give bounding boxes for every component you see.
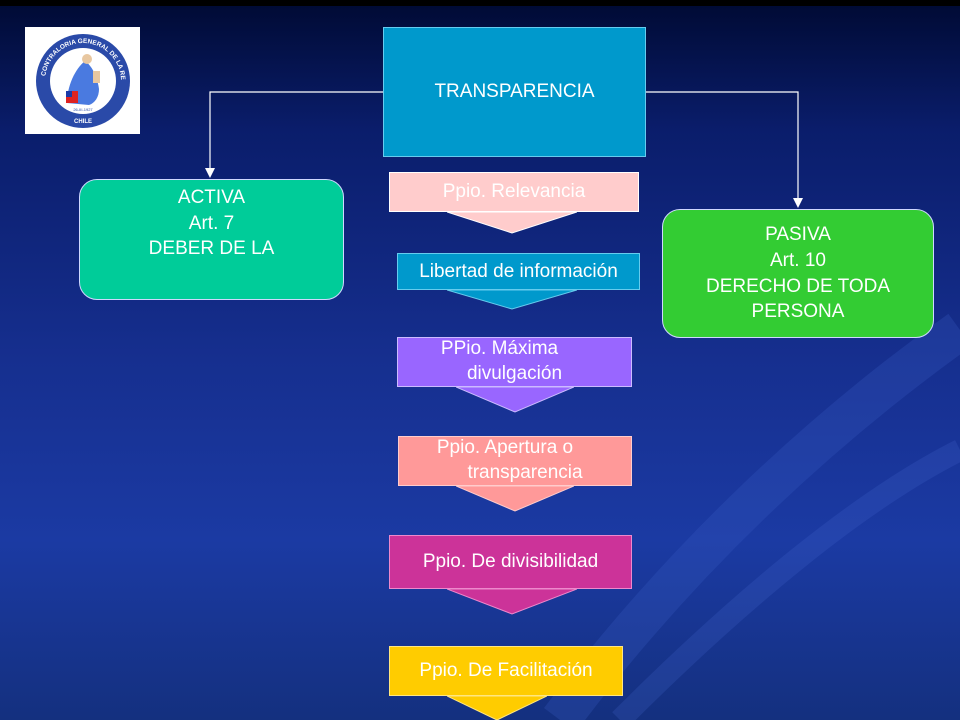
activa-box: ACTIVA Art. 7 DEBER DE LA: [79, 179, 344, 300]
step-apertura-box: Ppio. Apertura o transparencia: [398, 436, 632, 486]
step-apertura-label-1: Ppio. Apertura o: [436, 437, 574, 459]
pasiva-description-1: DERECHO DE TODA: [705, 275, 891, 297]
step-facilitacion-label: Ppio. De Facilitación: [419, 660, 593, 682]
contraloria-logo: CONTRALORIA GENERAL DE LA REPUBLICA CHIL…: [25, 27, 140, 134]
step-maxima-label-1: PPio. Máxima: [440, 338, 559, 360]
step-facilitacion-box: Ppio. De Facilitación: [389, 646, 623, 696]
arrow-libertad: [447, 290, 577, 310]
activa-article: Art. 7: [188, 212, 235, 234]
step-divisibilidad-box: Ppio. De divisibilidad: [389, 535, 632, 589]
arrow-maxima: [456, 387, 574, 413]
step-libertad-label: Libertad de información: [419, 260, 618, 282]
step-divisibilidad-label: Ppio. De divisibilidad: [422, 551, 599, 573]
arrow-relevancia: [447, 212, 577, 234]
transparencia-label: TRANSPARENCIA: [434, 81, 595, 103]
activa-description: DEBER DE LA: [148, 238, 275, 260]
activa-title: ACTIVA: [177, 187, 246, 208]
step-maxima-box: PPio. Máxima divulgación: [397, 337, 632, 387]
pasiva-description-2: PERSONA: [751, 301, 845, 323]
pasiva-title: PASIVA: [765, 224, 831, 246]
arrow-apertura: [456, 486, 574, 512]
step-relevancia-label: Ppio. Relevancia: [442, 181, 586, 203]
step-maxima-label-2: divulgación: [466, 363, 563, 384]
pasiva-box: PASIVA Art. 10 DERECHO DE TODA PERSONA: [662, 209, 934, 338]
transparencia-box: TRANSPARENCIA: [383, 27, 646, 157]
logo-date: 26-III-1927: [73, 107, 93, 112]
seal-icon: CONTRALORIA GENERAL DE LA REPUBLICA CHIL…: [33, 31, 130, 128]
step-libertad-box: Libertad de información: [397, 253, 640, 290]
arrow-facilitacion: [447, 696, 547, 720]
step-apertura-label-2: transparencia: [467, 462, 583, 483]
top-bar: [0, 0, 960, 6]
pasiva-article: Art. 10: [770, 249, 826, 271]
logo-country: CHILE: [74, 119, 92, 125]
step-relevancia-box: Ppio. Relevancia: [389, 172, 639, 212]
arrow-divisibilidad: [447, 589, 577, 615]
